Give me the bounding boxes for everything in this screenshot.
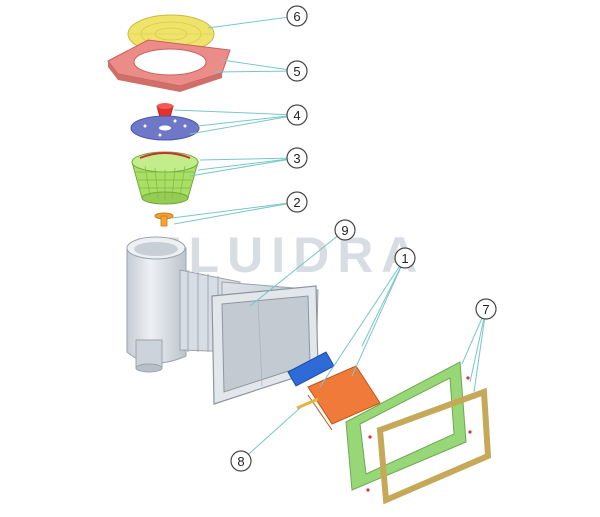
leader-line-3 (189, 157, 298, 177)
callout-4: 4 (286, 104, 308, 126)
leader-line-2 (173, 201, 298, 225)
callout-circle-2 (286, 191, 308, 213)
callout-5: 5 (286, 60, 308, 82)
part-8-weir-flap (296, 365, 381, 431)
callout-number-6: 6 (293, 9, 300, 24)
callout-2: 2 (286, 191, 308, 213)
part-2-valve (154, 212, 174, 227)
callout-6: 6 (286, 5, 308, 27)
callout-circle-7 (475, 298, 497, 320)
leader-line-6 (207, 15, 298, 29)
leader-line-8 (240, 407, 301, 462)
leader-line-1 (361, 257, 406, 347)
callout-7: 7 (475, 298, 497, 320)
callout-number-7: 7 (482, 302, 489, 317)
part-7-frame-outline (376, 387, 492, 505)
callout-number-9: 9 (341, 223, 348, 238)
leader-line-4 (197, 114, 298, 127)
callout-circle-8 (230, 450, 252, 472)
leader-line-9 (249, 229, 346, 307)
part-4-weir-plate (130, 103, 200, 141)
callout-circle-3 (286, 147, 308, 169)
leader-line-2 (171, 201, 298, 219)
leader-line-3 (199, 157, 298, 161)
leader-line-3 (197, 157, 298, 171)
callout-circle-5 (286, 60, 308, 82)
callout-number-1: 1 (401, 251, 408, 266)
leader-line-4 (173, 109, 298, 116)
callout-number-3: 3 (293, 151, 300, 166)
callout-number-8: 8 (237, 454, 244, 469)
callout-markers: 1 2 3 4 5 6 7 8 9 (230, 5, 497, 472)
skimmer-body (126, 236, 319, 405)
callout-circle-9 (334, 219, 356, 241)
callout-circle-4 (286, 104, 308, 126)
leader-line-1 (319, 257, 406, 388)
leader-line-7 (469, 308, 487, 383)
leader-line-5 (221, 59, 298, 72)
part-5-frame (107, 39, 231, 92)
leader-line-1 (351, 257, 406, 377)
leader-line-5 (213, 70, 298, 73)
leader-lines (171, 15, 487, 462)
callout-circle-6 (286, 5, 308, 27)
callout-3: 3 (286, 147, 308, 169)
callout-circle-1 (394, 247, 416, 269)
callout-1: 1 (394, 247, 416, 269)
leader-line-7 (473, 308, 487, 393)
callout-9: 9 (334, 219, 356, 241)
callout-number-4: 4 (293, 108, 300, 123)
callout-8: 8 (230, 450, 252, 472)
part-3-basket (131, 151, 199, 205)
callout-number-2: 2 (293, 195, 300, 210)
callout-number-5: 5 (293, 64, 300, 79)
leader-line-4 (189, 114, 298, 135)
